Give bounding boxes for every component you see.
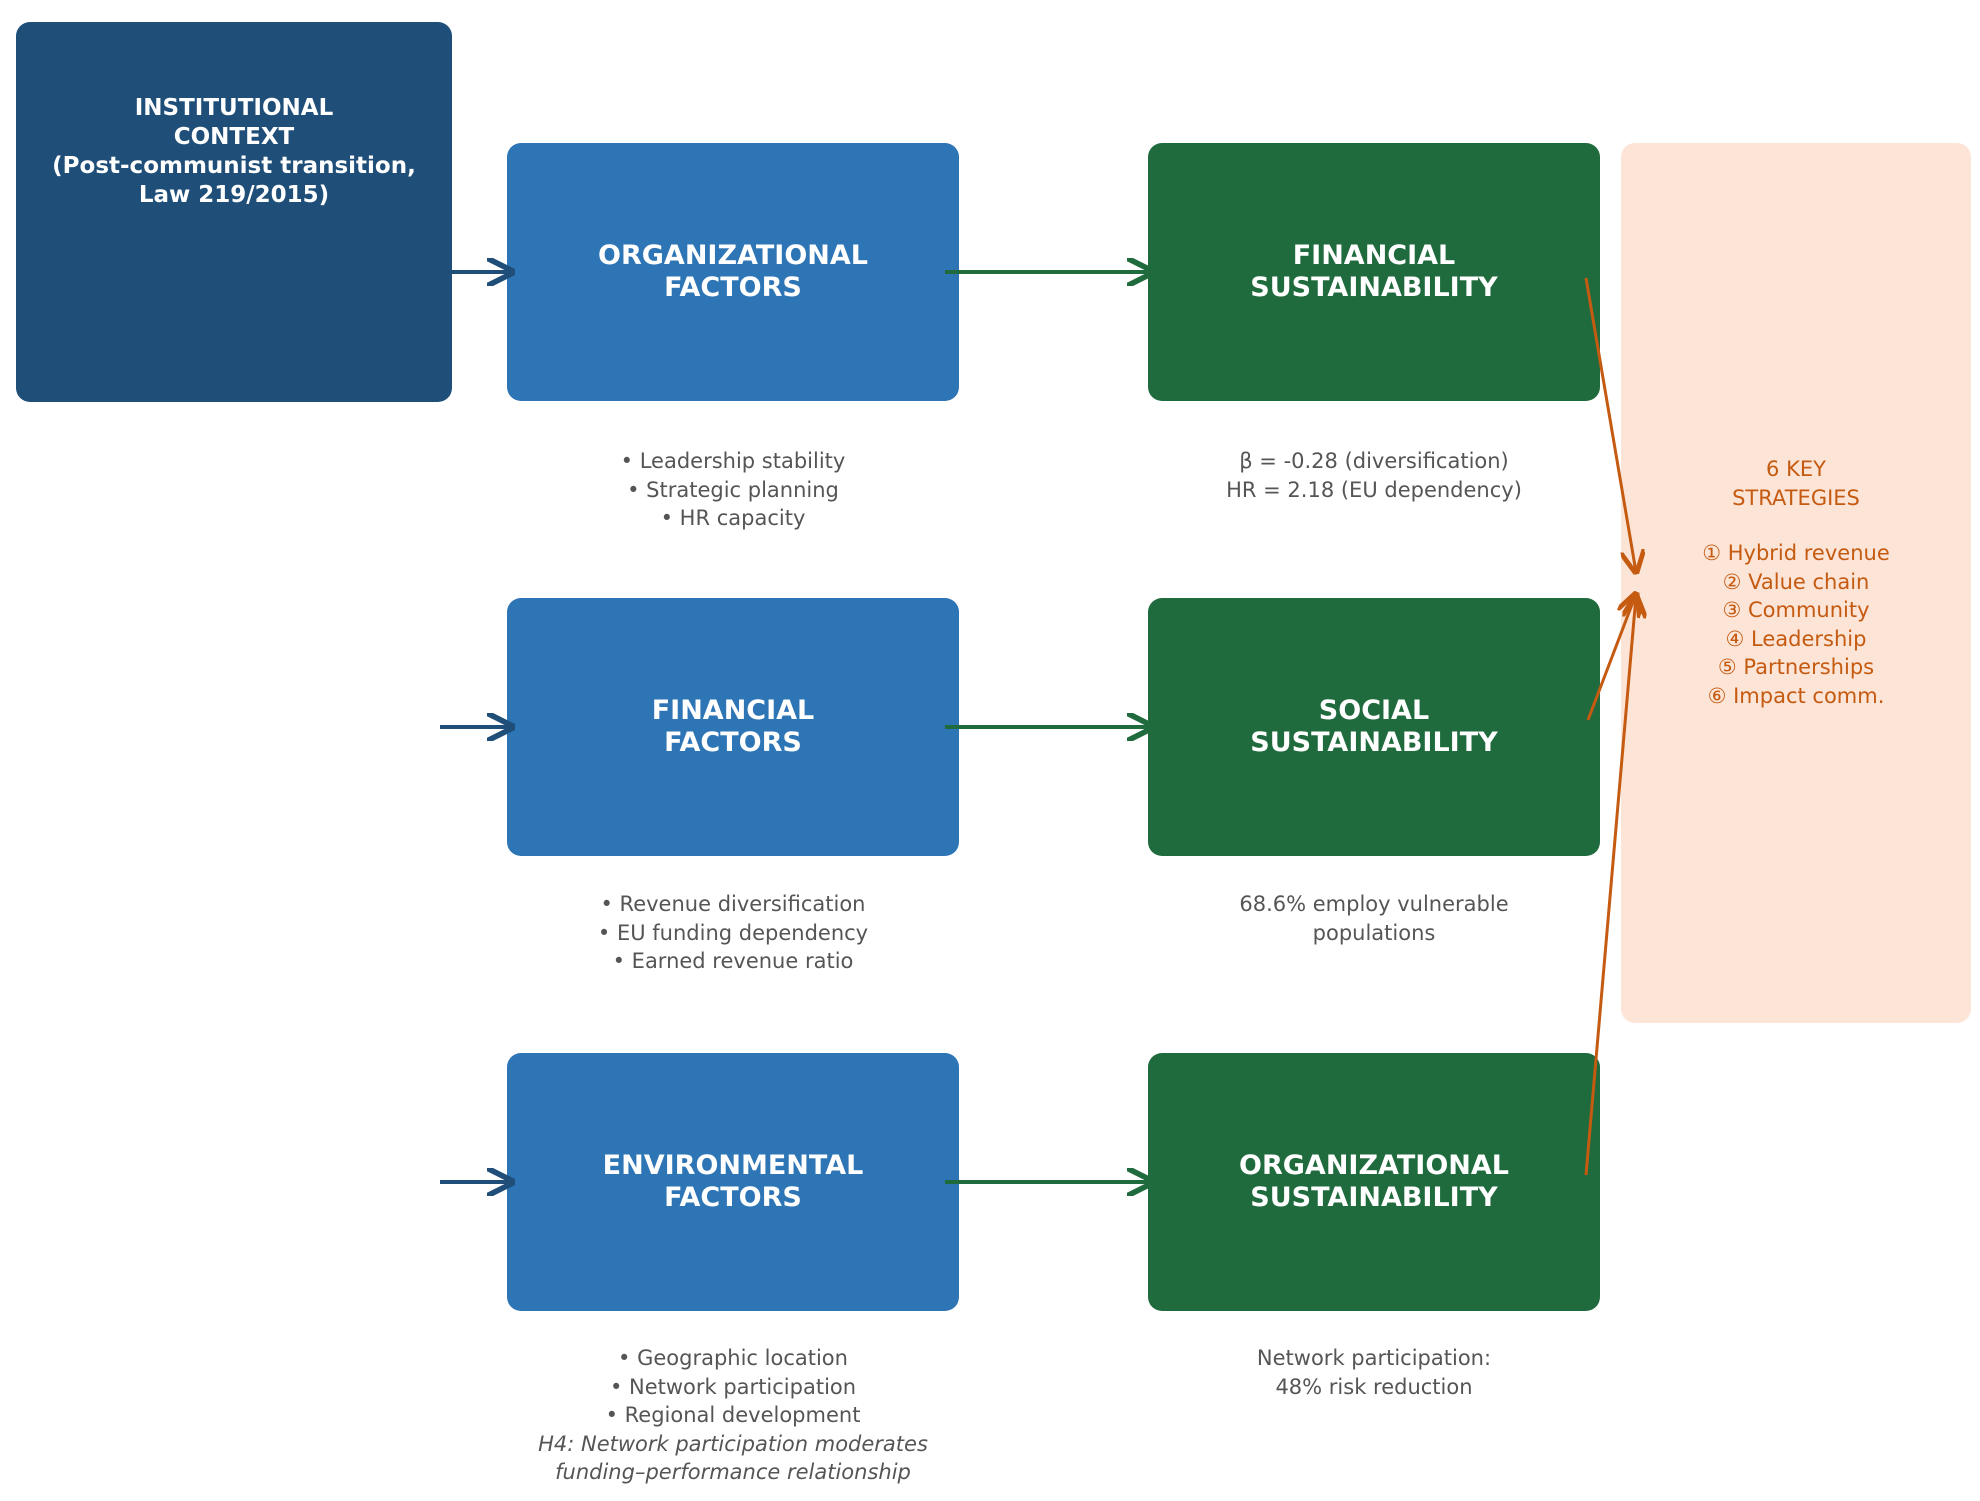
social-sustainability-notes: 68.6% employ vulnerable populations (1148, 890, 1600, 947)
strategy-item: ① Hybrid revenue (1702, 541, 1890, 565)
key-strategies-list: ① Hybrid revenue ② Value chain ③ Communi… (1621, 539, 1971, 710)
factor-bullet: • Leadership stability (620, 449, 846, 473)
environmental-factors-box: ENVIRONMENTAL FACTORS (507, 1053, 959, 1311)
outcome-note-line: 68.6% employ vulnerable (1239, 892, 1509, 916)
financial-factors-label: FINANCIAL FACTORS (651, 694, 815, 758)
environmental-factors-label: ENVIRONMENTAL FACTORS (602, 1149, 864, 1213)
factor-bullet: • Network participation (609, 1374, 857, 1399)
financial-factors-notes: • Revenue diversification • EU funding d… (507, 890, 959, 976)
key-strategies-title: 6 KEY STRATEGIES (1732, 457, 1860, 510)
strategy-item: ⑥ Impact comm. (1707, 683, 1885, 708)
outcome-note-line: populations (1312, 920, 1436, 945)
institutional-context-label: INSTITUTIONAL CONTEXT (Post-communist tr… (52, 94, 416, 209)
social-sustainability-box: SOCIAL SUSTAINABILITY (1148, 598, 1600, 856)
factor-bullet: • HR capacity (660, 506, 806, 531)
organizational-sustainability-box: ORGANIZATIONAL SUSTAINABILITY (1148, 1053, 1600, 1311)
organizational-factors-label: ORGANIZATIONAL FACTORS (598, 239, 868, 303)
institutional-context-box: INSTITUTIONAL CONTEXT (Post-communist tr… (16, 22, 452, 402)
outcome-note-line: HR = 2.18 (EU dependency) (1226, 477, 1522, 502)
organizational-sustainability-label: ORGANIZATIONAL SUSTAINABILITY (1239, 1149, 1509, 1213)
outcome-note-line: β = -0.28 (diversification) (1239, 449, 1509, 473)
factor-bullet: • Regional development (605, 1403, 861, 1428)
financial-factors-box: FINANCIAL FACTORS (507, 598, 959, 856)
financial-sustainability-label: FINANCIAL SUSTAINABILITY (1250, 239, 1498, 303)
hypothesis-h4-note: H4: Network participation moderates fund… (538, 1431, 928, 1485)
financial-sustainability-notes: β = -0.28 (diversification) HR = 2.18 (E… (1148, 447, 1600, 504)
organizational-factors-box: ORGANIZATIONAL FACTORS (507, 143, 959, 401)
factor-bullet: • Strategic planning (627, 477, 839, 502)
social-sustainability-label: SOCIAL SUSTAINABILITY (1250, 694, 1498, 758)
factor-bullet: • Revenue diversification (600, 892, 866, 916)
key-strategies-panel: 6 KEY STRATEGIES ① Hybrid revenue ② Valu… (1621, 143, 1971, 1023)
factor-bullet: • Geographic location (618, 1346, 848, 1370)
factor-bullet: • EU funding dependency (597, 920, 869, 945)
strategy-item: ③ Community (1722, 598, 1870, 623)
outcome-note-line: Network participation: (1256, 1346, 1492, 1370)
organizational-sustainability-notes: Network participation: 48% risk reductio… (1148, 1344, 1600, 1401)
outcome-note-line: 48% risk reduction (1275, 1374, 1473, 1399)
strategy-item: ④ Leadership (1725, 626, 1867, 651)
organizational-factors-notes: • Leadership stability • Strategic plann… (507, 447, 959, 533)
strategy-item: ② Value chain (1722, 569, 1870, 594)
strategy-item: ⑤ Partnerships (1717, 655, 1875, 680)
environmental-factors-notes: • Geographic location • Network particip… (507, 1344, 959, 1487)
financial-sustainability-box: FINANCIAL SUSTAINABILITY (1148, 143, 1600, 401)
factor-bullet: • Earned revenue ratio (612, 949, 854, 974)
